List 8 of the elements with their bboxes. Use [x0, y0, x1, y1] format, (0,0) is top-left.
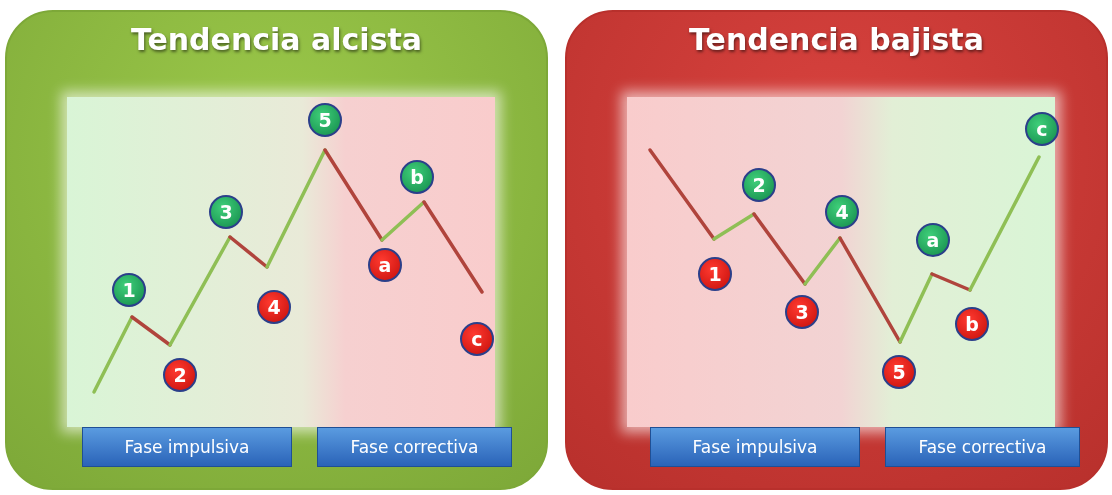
trend-panel	[565, 10, 1108, 490]
phase-banner: Fase impulsiva	[650, 427, 860, 467]
panel-title: Tendencia alcista	[129, 22, 424, 57]
trend-panel	[5, 10, 548, 490]
phase-banner: Fase impulsiva	[82, 427, 292, 467]
phase-banner: Fase correctiva	[885, 427, 1080, 467]
panel-title: Tendencia bajista	[688, 22, 985, 57]
phase-banner: Fase correctiva	[317, 427, 512, 467]
